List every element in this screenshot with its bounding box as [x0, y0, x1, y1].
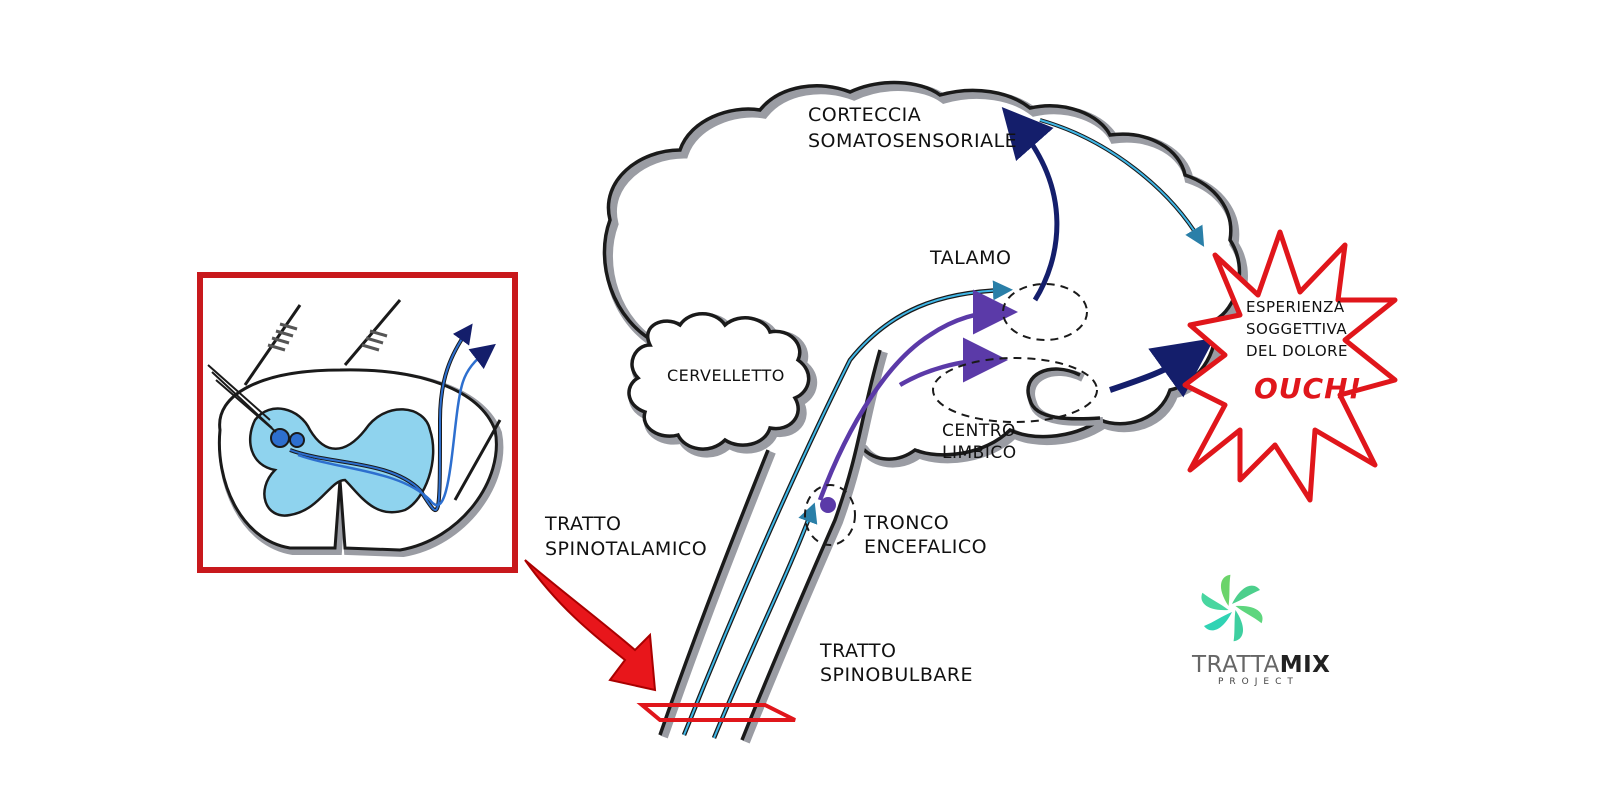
logo-subtitle: PROJECT: [1218, 677, 1299, 687]
red-pointer-arrow: [524, 559, 657, 692]
cerebellum-shape: [627, 312, 817, 458]
label-spinobulbar-line1: TRATTO: [820, 640, 897, 662]
label-limbic-line1: CENTRO: [942, 421, 1016, 441]
label-spinothalamic-line1: TRATTO: [545, 513, 622, 535]
tract-navy: [1001, 106, 1215, 398]
label-spinobulbar-line2: SPINOBULBARE: [820, 664, 974, 686]
label-pain-line1: ESPERIENZA: [1246, 298, 1345, 316]
limbic-region: [932, 357, 1098, 423]
label-ouch: OUCH!: [1254, 372, 1363, 405]
label-pain-line3: DEL DOLORE: [1246, 342, 1349, 360]
logo-wordmark: TRATTAMIX: [1192, 652, 1330, 678]
tract-purple: [817, 289, 1018, 513]
section-marker: [636, 703, 796, 722]
thalamus-region: [1002, 283, 1088, 341]
label-cortex-line1: CORTECCIA: [808, 104, 922, 126]
label-cortex-line2: SOMATOSENSORIALE: [808, 130, 1018, 152]
label-pain-line2: SOGGETTIVA: [1246, 320, 1348, 338]
label-thalamus: TALAMO: [930, 247, 1012, 269]
dashed-regions: [804, 283, 1098, 546]
brain-outline: [602, 80, 1248, 468]
spinal-cross-section-inset: [197, 272, 518, 573]
trattamix-logo-icon: [1201, 574, 1263, 642]
brainstem-region: [804, 484, 856, 546]
label-limbic-line2: LIMBICO: [942, 443, 1017, 463]
logo-brand-bold: MIX: [1279, 652, 1331, 678]
label-brainstem-line2: ENCEFALICO: [864, 536, 988, 558]
tract-cyan-spinothalamic: [681, 280, 1013, 736]
logo-brand-light: TRATTA: [1192, 652, 1280, 678]
label-brainstem-line1: TRONCO: [864, 512, 950, 534]
pain-starburst: [1182, 229, 1398, 503]
label-cerebellum: CERVELLETTO: [667, 366, 785, 385]
label-spinothalamic-line2: SPINOTALAMICO: [545, 538, 708, 560]
